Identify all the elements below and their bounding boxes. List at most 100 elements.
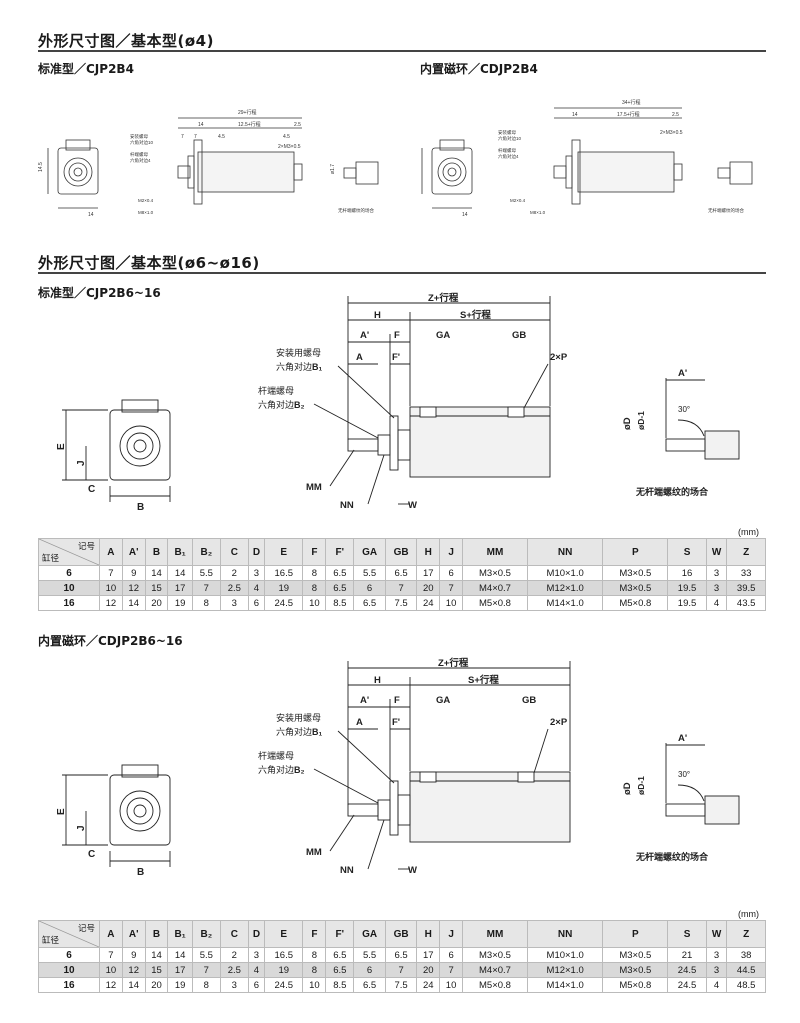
svg-text:J: J [76, 460, 87, 466]
label-cjp2b6-16: 标准型／CJP2B6~16 [38, 286, 161, 300]
svg-text:E: E [56, 443, 67, 450]
column-header: B₂ [191, 538, 221, 566]
table-cell: 3 [247, 565, 266, 581]
column-header: F [302, 920, 327, 948]
unit-label: (mm) [738, 527, 759, 537]
column-header: C [219, 538, 249, 566]
svg-text:14: 14 [462, 212, 468, 218]
column-header: D [247, 538, 266, 566]
table-cell: 3 [219, 595, 249, 611]
svg-text:六角对边B₁: 六角对边B₁ [276, 726, 323, 737]
svg-text:A': A' [360, 695, 369, 706]
svg-text:无杆端螺纹的场合: 无杆端螺纹的场合 [338, 207, 374, 214]
table-cell: 3 [705, 565, 728, 581]
table-cell: 7 [191, 580, 221, 596]
table-cell: 7 [99, 947, 123, 963]
table-cell: 12 [121, 580, 146, 596]
table-cell: 7.5 [384, 977, 418, 993]
column-header: H [416, 920, 441, 948]
column-header: E [264, 920, 304, 948]
table-cell: 16.5 [264, 565, 304, 581]
svg-text:安装螺母: 安装螺母 [130, 133, 148, 140]
svg-text:7: 7 [181, 134, 184, 140]
table-cell: 4 [247, 962, 266, 978]
table-cell: 6.5 [325, 962, 355, 978]
table-cell: M5×0.8 [602, 977, 669, 993]
bore-cell: 10 [38, 580, 100, 596]
table-cell: 2 [219, 947, 249, 963]
table-cell: 6 [439, 947, 463, 963]
svg-text:六角对边4: 六角对边4 [498, 153, 519, 160]
table-cell: 6 [247, 977, 266, 993]
table-cell: 33 [726, 565, 766, 581]
svg-text:MM: MM [306, 482, 322, 493]
table-cell: 24 [416, 595, 441, 611]
svg-text:M2×0.4: M2×0.4 [510, 198, 526, 203]
table-cell: 6 [247, 595, 266, 611]
table-cell: 14 [167, 947, 193, 963]
svg-text:无杆端螺纹的场合: 无杆端螺纹的场合 [708, 207, 744, 214]
table-cell: 12 [99, 595, 123, 611]
table-cell: 20 [144, 595, 169, 611]
svg-text:ø1.7: ø1.7 [330, 164, 336, 174]
column-header: GB [384, 538, 418, 566]
svg-text:14.5: 14.5 [38, 162, 44, 172]
table-cell: M14×1.0 [526, 977, 604, 993]
svg-text:A: A [356, 717, 363, 728]
svg-text:无杆端螺纹的场合: 无杆端螺纹的场合 [635, 486, 709, 497]
column-header: C [219, 920, 249, 948]
svg-text:安装用螺母: 安装用螺母 [276, 347, 321, 358]
table-cell: 17 [416, 947, 441, 963]
table-cell: 19 [167, 977, 193, 993]
corner-diagonal [39, 921, 99, 947]
table-cell: 19 [264, 962, 304, 978]
table-cell: 38 [726, 947, 766, 963]
table-cell: 6 [439, 565, 463, 581]
svg-text:2×P: 2×P [550, 717, 568, 728]
table-corner-header: 记号缸径 [38, 538, 100, 566]
table-cell: 6.5 [325, 565, 355, 581]
svg-text:H: H [374, 675, 381, 686]
svg-text:H: H [374, 310, 381, 321]
column-header: NN [526, 920, 604, 948]
column-header: GA [353, 538, 386, 566]
svg-text:34+行程: 34+行程 [622, 99, 640, 106]
table-cell: 9 [121, 565, 146, 581]
table-cell: 19 [167, 595, 193, 611]
svg-text:2×M3×0.5: 2×M3×0.5 [278, 144, 301, 150]
unit-label: (mm) [738, 909, 759, 919]
label-cdjp2b4: 内置磁环／CDJP2B4 [420, 62, 538, 76]
table-cell: 20 [416, 580, 441, 596]
svg-text:M2×0.4: M2×0.4 [138, 198, 154, 203]
table-cell: 14 [144, 947, 169, 963]
column-header: MM [462, 920, 528, 948]
table-cell: 10 [302, 977, 327, 993]
table-cell: M10×1.0 [526, 565, 604, 581]
table-cell: 14 [121, 977, 146, 993]
section-rule [38, 50, 766, 52]
svg-text:GB: GB [522, 695, 536, 706]
table-cell: 6 [353, 962, 386, 978]
table-cell: 6.5 [353, 595, 386, 611]
svg-text:杆端螺母: 杆端螺母 [258, 385, 294, 396]
table-cell: M4×0.7 [462, 962, 528, 978]
svg-text:2×P: 2×P [550, 352, 568, 363]
svg-text:安装用螺母: 安装用螺母 [276, 712, 321, 723]
svg-text:F': F' [392, 352, 400, 363]
table-cell: 8 [302, 565, 327, 581]
svg-text:2×M3×0.5: 2×M3×0.5 [660, 130, 683, 136]
table-cell: 14 [144, 565, 169, 581]
table-cell: 9 [121, 947, 146, 963]
table-cell: 3 [247, 947, 266, 963]
svg-text:F': F' [392, 717, 400, 728]
column-header: B₂ [191, 920, 221, 948]
table-cell: M3×0.5 [462, 947, 528, 963]
table-cell: M5×0.8 [462, 977, 528, 993]
svg-text:无杆端螺纹的场合: 无杆端螺纹的场合 [635, 851, 709, 862]
column-header: GB [384, 920, 418, 948]
table-cell: 19.5 [667, 580, 707, 596]
table-cell: 20 [144, 977, 169, 993]
table-cell: 10 [99, 580, 123, 596]
